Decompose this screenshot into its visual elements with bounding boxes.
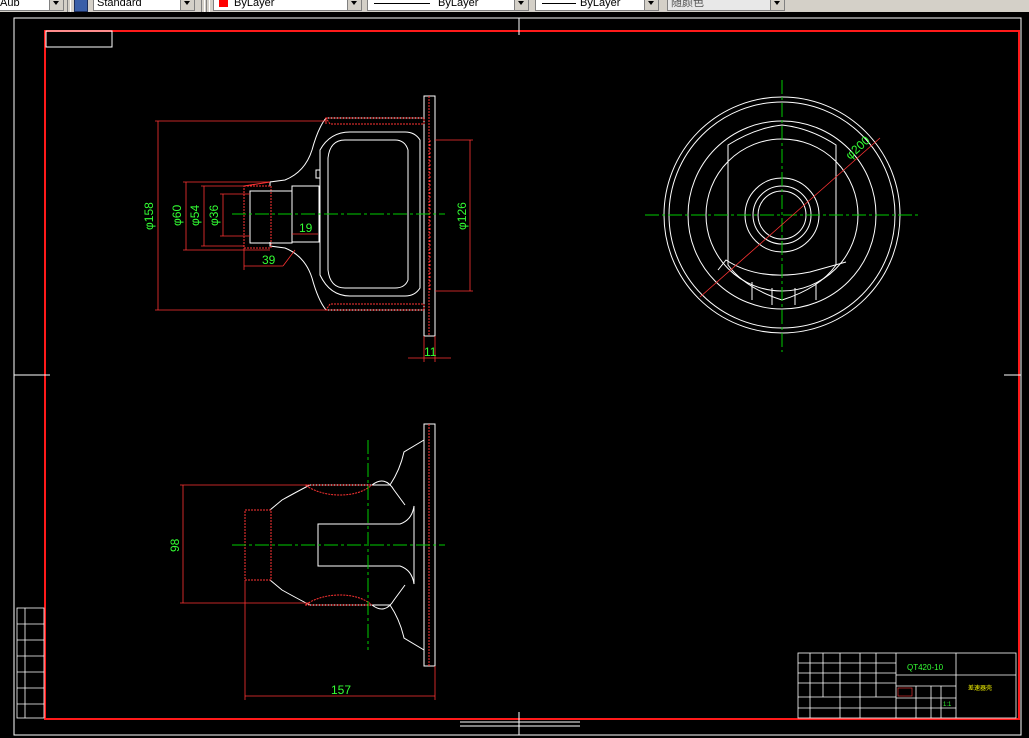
chevron-down-icon[interactable] bbox=[49, 0, 63, 10]
dim-label-158: φ158 bbox=[142, 202, 156, 230]
lineweight-combo[interactable]: ByLayer bbox=[535, 0, 659, 11]
title-material: QT420-10 bbox=[907, 663, 944, 672]
lineweight-value: ByLayer bbox=[580, 0, 621, 9]
color-value: ByLayer bbox=[234, 0, 275, 9]
toolbar-separator bbox=[206, 0, 210, 12]
color-swatch-icon bbox=[219, 0, 228, 7]
sheet-border bbox=[13, 17, 1022, 736]
chevron-down-icon[interactable] bbox=[644, 0, 658, 10]
side-view-centerlines bbox=[645, 80, 920, 352]
dim-label-11: 11 bbox=[424, 345, 437, 359]
dim-label-36: φ36 bbox=[207, 205, 221, 226]
top-view-centerlines bbox=[232, 440, 445, 650]
linetype-swatch-icon bbox=[374, 3, 430, 4]
title-block-mark bbox=[897, 687, 913, 697]
chevron-down-icon[interactable] bbox=[770, 0, 784, 10]
text-style-combo[interactable]: Aub bbox=[0, 0, 64, 11]
drawing-canvas[interactable]: φ158 φ60 φ54 φ36 φ126 19 39 11 φ200 bbox=[0, 12, 1029, 738]
chevron-down-icon[interactable] bbox=[347, 0, 361, 10]
dim-style-icon[interactable] bbox=[74, 0, 88, 12]
lineweight-swatch-icon bbox=[542, 3, 576, 4]
toolbar-separator bbox=[201, 0, 205, 12]
dim-label-98: 98 bbox=[168, 538, 182, 552]
dim-label-157: 157 bbox=[331, 683, 351, 697]
chevron-down-icon[interactable] bbox=[180, 0, 194, 10]
dim-label-60: φ60 bbox=[170, 205, 184, 226]
plot-style-value: 随颜色 bbox=[671, 0, 704, 9]
linetype-combo[interactable]: ByLayer bbox=[367, 0, 529, 11]
top-view-dimensions bbox=[180, 484, 436, 700]
toolbar-separator bbox=[67, 0, 71, 12]
dim-label-54: φ54 bbox=[188, 205, 202, 226]
title-scale: 1:1 bbox=[943, 702, 952, 708]
color-combo[interactable]: ByLayer bbox=[213, 0, 362, 11]
side-view-dimension bbox=[699, 137, 881, 298]
title-part-name: 差速器壳 bbox=[968, 684, 992, 692]
chevron-down-icon[interactable] bbox=[514, 0, 528, 10]
dim-label-19: 19 bbox=[299, 221, 313, 235]
linetype-value: ByLayer bbox=[438, 0, 479, 9]
text-style-value: Aub bbox=[0, 0, 20, 9]
plot-style-combo[interactable]: 随颜色 bbox=[667, 0, 785, 11]
dim-label-126: φ126 bbox=[455, 202, 469, 230]
side-revision-table bbox=[16, 607, 45, 719]
properties-toolbar: Aub Standard ByLayer ByLayer ByLayer 随颜色 bbox=[0, 0, 1029, 13]
dim-style-combo[interactable]: Standard bbox=[93, 0, 195, 11]
front-view bbox=[243, 95, 436, 337]
dim-style-value: Standard bbox=[97, 0, 142, 9]
title-block bbox=[797, 652, 1017, 719]
dim-label-39: 39 bbox=[262, 253, 276, 267]
front-view-dim-labels: φ158 φ60 φ54 φ36 φ126 19 39 11 bbox=[142, 202, 469, 359]
front-view-dimensions bbox=[155, 120, 473, 362]
